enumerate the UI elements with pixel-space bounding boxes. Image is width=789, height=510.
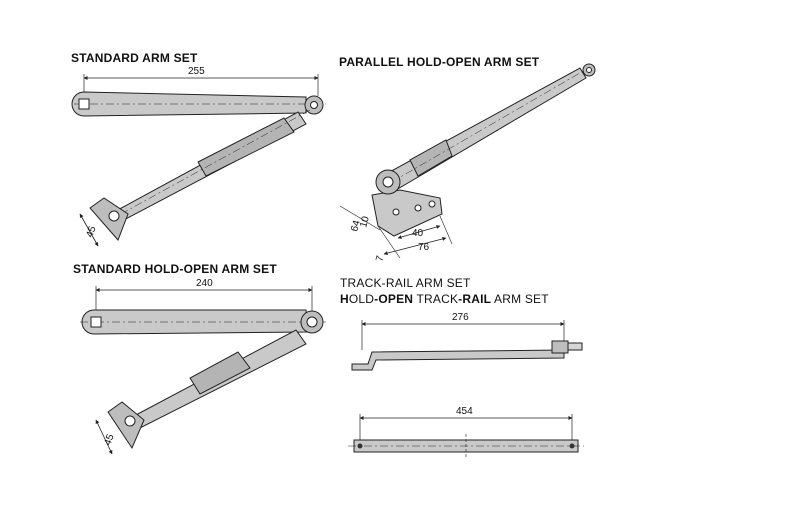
hold-open-elbow-pin	[306, 316, 318, 328]
title-part-rail: -RAIL	[458, 292, 492, 306]
rod-end-pin	[586, 67, 592, 73]
dim-label-64: 64	[349, 219, 363, 233]
standard-hold-open-arm-set-title: STANDARD HOLD-OPEN ARM SET	[73, 262, 277, 276]
dim-label-40: 40	[412, 228, 424, 239]
standard-hold-open-arm-drawing: 240 45	[80, 278, 326, 455]
dim-label-240: 240	[196, 278, 213, 289]
track-rail-arm-set-title: TRACK-RAIL ARM SET	[340, 276, 471, 290]
forearm-tube	[197, 117, 295, 177]
dim-line-45	[79, 213, 99, 247]
hold-open-track-rail-arm-set-title: HOLD-OPEN TRACK-RAIL ARM SET	[340, 292, 549, 306]
dim-line-45	[95, 419, 113, 455]
track-slider-block	[551, 340, 569, 354]
square-spindle-hole	[78, 98, 90, 110]
parallel-arm	[383, 67, 587, 191]
standard-arm-set-drawing: 255 45	[71, 66, 326, 247]
dim-line-76	[383, 236, 447, 256]
track-arm	[351, 349, 565, 371]
rail-mount-hole-left	[357, 443, 363, 449]
rail-mount-hole-right	[569, 443, 575, 449]
ext-line	[439, 215, 453, 245]
dim-label-45: 45	[84, 224, 98, 239]
hold-open-forearm-tube	[189, 351, 251, 395]
title-part-h: H	[340, 292, 349, 306]
parallel-hold-open-arm-drawing: 10 64 7 40 76	[339, 63, 596, 263]
ext-line	[339, 205, 381, 231]
hold-open-shoe-bracket	[107, 401, 145, 450]
hold-open-shoe-pin	[124, 415, 136, 427]
forearm-centerline	[109, 109, 311, 221]
standard-arm-set-title: STANDARD ARM SET	[71, 51, 198, 65]
dim-label-10: 10	[358, 215, 372, 229]
shoe-bracket	[89, 197, 129, 241]
shoe-pin	[108, 210, 120, 222]
parallel-arm-tube	[409, 139, 453, 177]
title-part-old: OLD	[348, 292, 375, 306]
bracket-hole	[392, 208, 400, 216]
dim-label-276: 276	[452, 312, 469, 323]
elbow-pin	[310, 101, 318, 109]
bracket-hole	[414, 204, 422, 212]
title-part-open: -OPEN	[374, 292, 414, 306]
dim-label-76: 76	[418, 242, 430, 253]
dim-label-255: 255	[188, 66, 205, 77]
parallel-hold-open-arm-set-title: PARALLEL HOLD-OPEN ARM SET	[339, 55, 540, 69]
dim-label-7: 7	[374, 254, 386, 263]
dim-label-45: 45	[102, 432, 116, 447]
dim-line-40	[397, 225, 441, 239]
pivot-hub-inner	[382, 176, 394, 188]
parallel-bracket	[371, 189, 443, 237]
parallel-centerline	[377, 65, 593, 191]
title-part-arm-set: ARM SET	[491, 292, 549, 306]
track-rail-arm-drawing: 276	[351, 312, 583, 371]
track-slider-tab	[567, 342, 583, 351]
bracket-hole	[428, 200, 436, 208]
square-spindle-hole	[90, 316, 102, 328]
title-part-track: TRACK	[413, 292, 459, 306]
rail-drawing: 454	[348, 406, 584, 458]
dim-label-454: 454	[456, 406, 473, 417]
